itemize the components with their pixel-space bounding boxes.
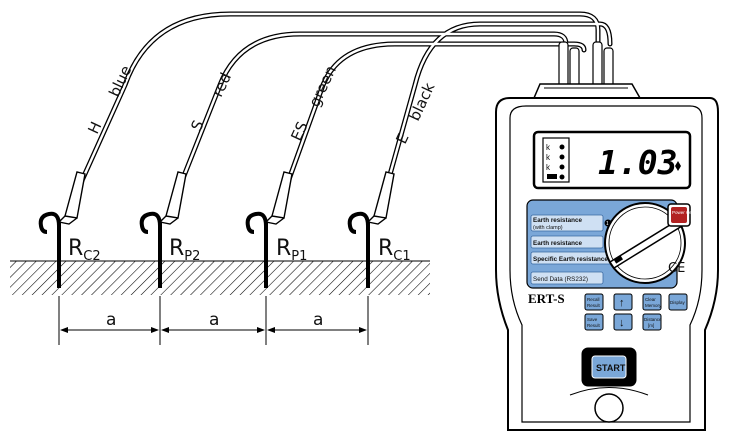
lcd-indicator-3: k [546,163,551,172]
plug-4 [603,47,614,89]
recall-result-label-2: Result [587,303,601,308]
plug-1 [558,41,569,89]
electrode-rp2-sub: P2 [184,249,200,264]
plug-2 [569,47,580,89]
electrode-rc1 [347,171,395,288]
display-button[interactable] [668,293,688,311]
clear-memory-button[interactable] [642,293,662,311]
hang-loop [594,393,624,423]
ce-mark: CE [668,261,685,276]
lcd-reading: 1.03 [598,143,677,182]
cable-plugs [558,41,614,89]
function-label-4: Send Data (RS232) [533,276,588,283]
clip-jaw [159,215,179,225]
electrodes [38,171,395,288]
save-result-label-2: Result [587,323,601,328]
lcd-frame [532,130,692,190]
recall-result-label-1: Recall [587,297,600,302]
up-arrow-icon: ↑ [619,297,625,309]
electrode-rp1-label: RP1 [276,236,307,264]
cable-s-color: red [208,70,235,100]
electrode-rc1-label: RC1 [378,236,411,264]
spacing-label-2: a [209,310,219,330]
electrode-hook [245,211,268,234]
function-label-1: Earth resistance [533,217,582,224]
start-button[interactable] [591,355,627,379]
distance-button[interactable] [642,313,662,331]
lcd-indicator-2: k [546,153,551,162]
electrode-hook [139,211,162,234]
electrode-rp2-label: RP2 [169,236,200,264]
up-button[interactable] [613,293,633,311]
dimension-arrows [60,327,367,333]
function-label-3: Specific Earth resistance [533,256,608,263]
distance-label-2: [m] [648,323,654,328]
spacing-label-1: a [106,310,116,330]
crocodile-clip [271,171,293,219]
save-result-label-1: Save [587,317,598,322]
plug-3 [592,41,603,89]
electrode-rp2-r: R [169,236,184,261]
function-label-1-sub: (with clamp) [533,225,563,231]
ert-s-device: k k k 1.03 Earth resistance (with clamp)… [495,83,719,431]
electrode-hook [347,211,370,234]
dimension-lines [58,296,369,345]
start-button-label: START [596,363,626,373]
cable-h-color: blue [105,63,135,100]
clear-memory-label-1: Clear [645,297,656,302]
cable-labels: H blue S red ES green E black [84,63,438,147]
battery-icon [547,174,557,179]
recall-result-button[interactable] [584,293,604,311]
lcd-pointer-icon [675,161,681,171]
ground-hatching [10,261,430,295]
electrode-rp1 [245,171,293,288]
cables-fill [73,12,612,198]
electrode-rp2 [139,171,187,288]
clear-memory-label-2: Memory [645,303,662,308]
crocodile-clip [373,171,395,219]
power-button-label: Power On/Off [672,210,700,215]
clip-jaw [265,215,285,225]
cable-es-color: green [305,63,340,110]
function-label-2: Earth resistance [533,240,582,247]
electrode-labels: RC2 RP2 RP1 RC1 [68,236,411,264]
electrode-rc1-r: R [378,236,393,261]
device-model: ERT-S [528,291,565,306]
electrode-rc2-r: R [68,236,83,261]
electrode-rp1-sub: P1 [291,249,307,264]
clip-jaw [58,215,78,225]
function-number-1: 1 [606,221,609,227]
save-result-button[interactable] [584,313,604,331]
electrode-rp1-r: R [276,236,291,261]
spacing-label-3: a [313,310,323,330]
clip-jaw [367,215,387,225]
lcd-indicator-1: k [546,143,551,152]
electrode-rc1-sub: C1 [393,249,410,264]
device-top-handle [532,83,642,99]
down-button[interactable] [613,313,633,331]
electrode-rc2-label: RC2 [68,236,101,264]
electrode-rc2 [38,171,86,288]
crocodile-clip [64,171,86,219]
display-button-label: Display [670,300,686,305]
distance-label-1: Distance [644,317,662,322]
electrode-rc2-sub: C2 [83,249,100,264]
down-arrow-icon: ↓ [619,317,625,329]
electrode-hook [38,211,61,234]
crocodile-clip [165,171,187,219]
keypad: Recall Result ↑ Clear Memory Display Sav… [584,293,688,331]
